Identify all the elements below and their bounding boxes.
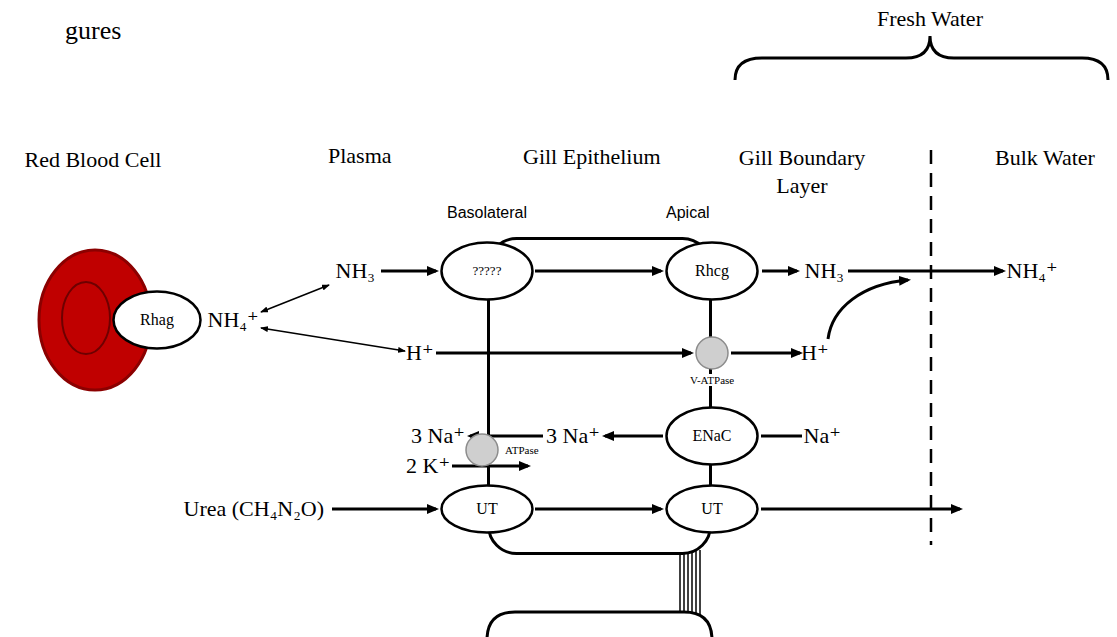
pump-name: ATPase [503, 444, 541, 456]
pump-name: V-ATPase [688, 374, 736, 386]
ion-label: NH₄⁺ [1007, 257, 1058, 285]
column-heading: Plasma [328, 142, 392, 170]
flux-arrow [452, 465, 528, 468]
transporter-name: Rhcg [695, 262, 729, 280]
membrane-side: Apical [666, 204, 710, 222]
tight-junction [680, 550, 700, 616]
ion-label: H⁺ [406, 339, 434, 367]
flux-arrow [848, 270, 1003, 273]
equilibrium-arrow [261, 285, 329, 312]
flux-arrow [761, 508, 960, 511]
curly-brace [735, 36, 1108, 80]
flux-arrow [332, 508, 436, 511]
junction-line [699, 550, 701, 616]
ion-label: Na⁺ [804, 422, 841, 450]
pump-circle [696, 337, 728, 369]
flux-arrow [436, 352, 691, 355]
column-heading: Gill Epithelium [523, 143, 661, 171]
transporter-node: Rhcg [665, 241, 759, 301]
molecule-label: Urea (CH₄N₂O) [184, 495, 325, 523]
transporter-node: Rhag [112, 290, 202, 350]
pump-circle [695, 336, 729, 370]
flux-arrow [605, 435, 663, 438]
flux-arrow [762, 270, 797, 273]
transporter-ellipse [442, 243, 533, 300]
transporter-name: UT [701, 500, 722, 518]
flux-line [761, 435, 802, 438]
equilibrium-arrow [261, 328, 405, 351]
transporter-name: ????? [473, 263, 502, 279]
transporter-node: ENaC [665, 406, 759, 466]
ion-label: 3 Na⁺ [411, 422, 465, 450]
column-heading: Bulk Water [995, 144, 1095, 172]
flux-arrow [381, 270, 436, 273]
junction-line [683, 553, 685, 613]
transporter-node: ????? [440, 241, 534, 301]
ion-label: 2 K⁺ [406, 452, 450, 480]
junction-line [695, 551, 697, 615]
pump-circle [465, 433, 499, 467]
junction-line [691, 552, 693, 614]
ion-label: NH₃ [805, 257, 844, 285]
membrane-side: Basolateral [447, 204, 527, 222]
flux-arrow [828, 280, 908, 339]
flow-arrow [535, 270, 661, 273]
region-heading: Fresh Water [877, 5, 983, 33]
column-heading: Gill Boundary Layer [720, 144, 885, 200]
pump-node: V-ATPase [695, 336, 729, 370]
ion-label: 3 Na⁺ [546, 422, 600, 450]
transporter-ellipse [442, 486, 533, 533]
neighbour-cell [487, 612, 712, 637]
pump-circle [466, 434, 498, 466]
transporter-node: UT [440, 484, 534, 534]
transporter-ellipse [667, 408, 758, 465]
flux-arrow [731, 352, 800, 355]
heading-fragment: gures [65, 16, 121, 46]
transporter-ellipse [667, 243, 758, 300]
transporter-name: Rhag [140, 311, 174, 329]
transporter-ellipse [114, 292, 201, 349]
ion-label: NH₄⁺ [208, 306, 259, 334]
ion-label: NH₃ [336, 257, 375, 285]
pump-node: ATPase [465, 433, 499, 467]
transporter-name: ENaC [692, 427, 731, 445]
transporter-name: UT [476, 500, 497, 518]
flow-arrow [535, 508, 661, 511]
cell-nucleus [62, 282, 110, 354]
junction-line [679, 553, 681, 613]
dashed-divider [930, 150, 933, 545]
junction-line [687, 553, 689, 613]
transporter-ellipse [667, 486, 758, 533]
transporter-node: UT [665, 484, 759, 534]
column-heading: Red Blood Cell [25, 146, 162, 174]
ion-label: H⁺ [801, 339, 829, 367]
